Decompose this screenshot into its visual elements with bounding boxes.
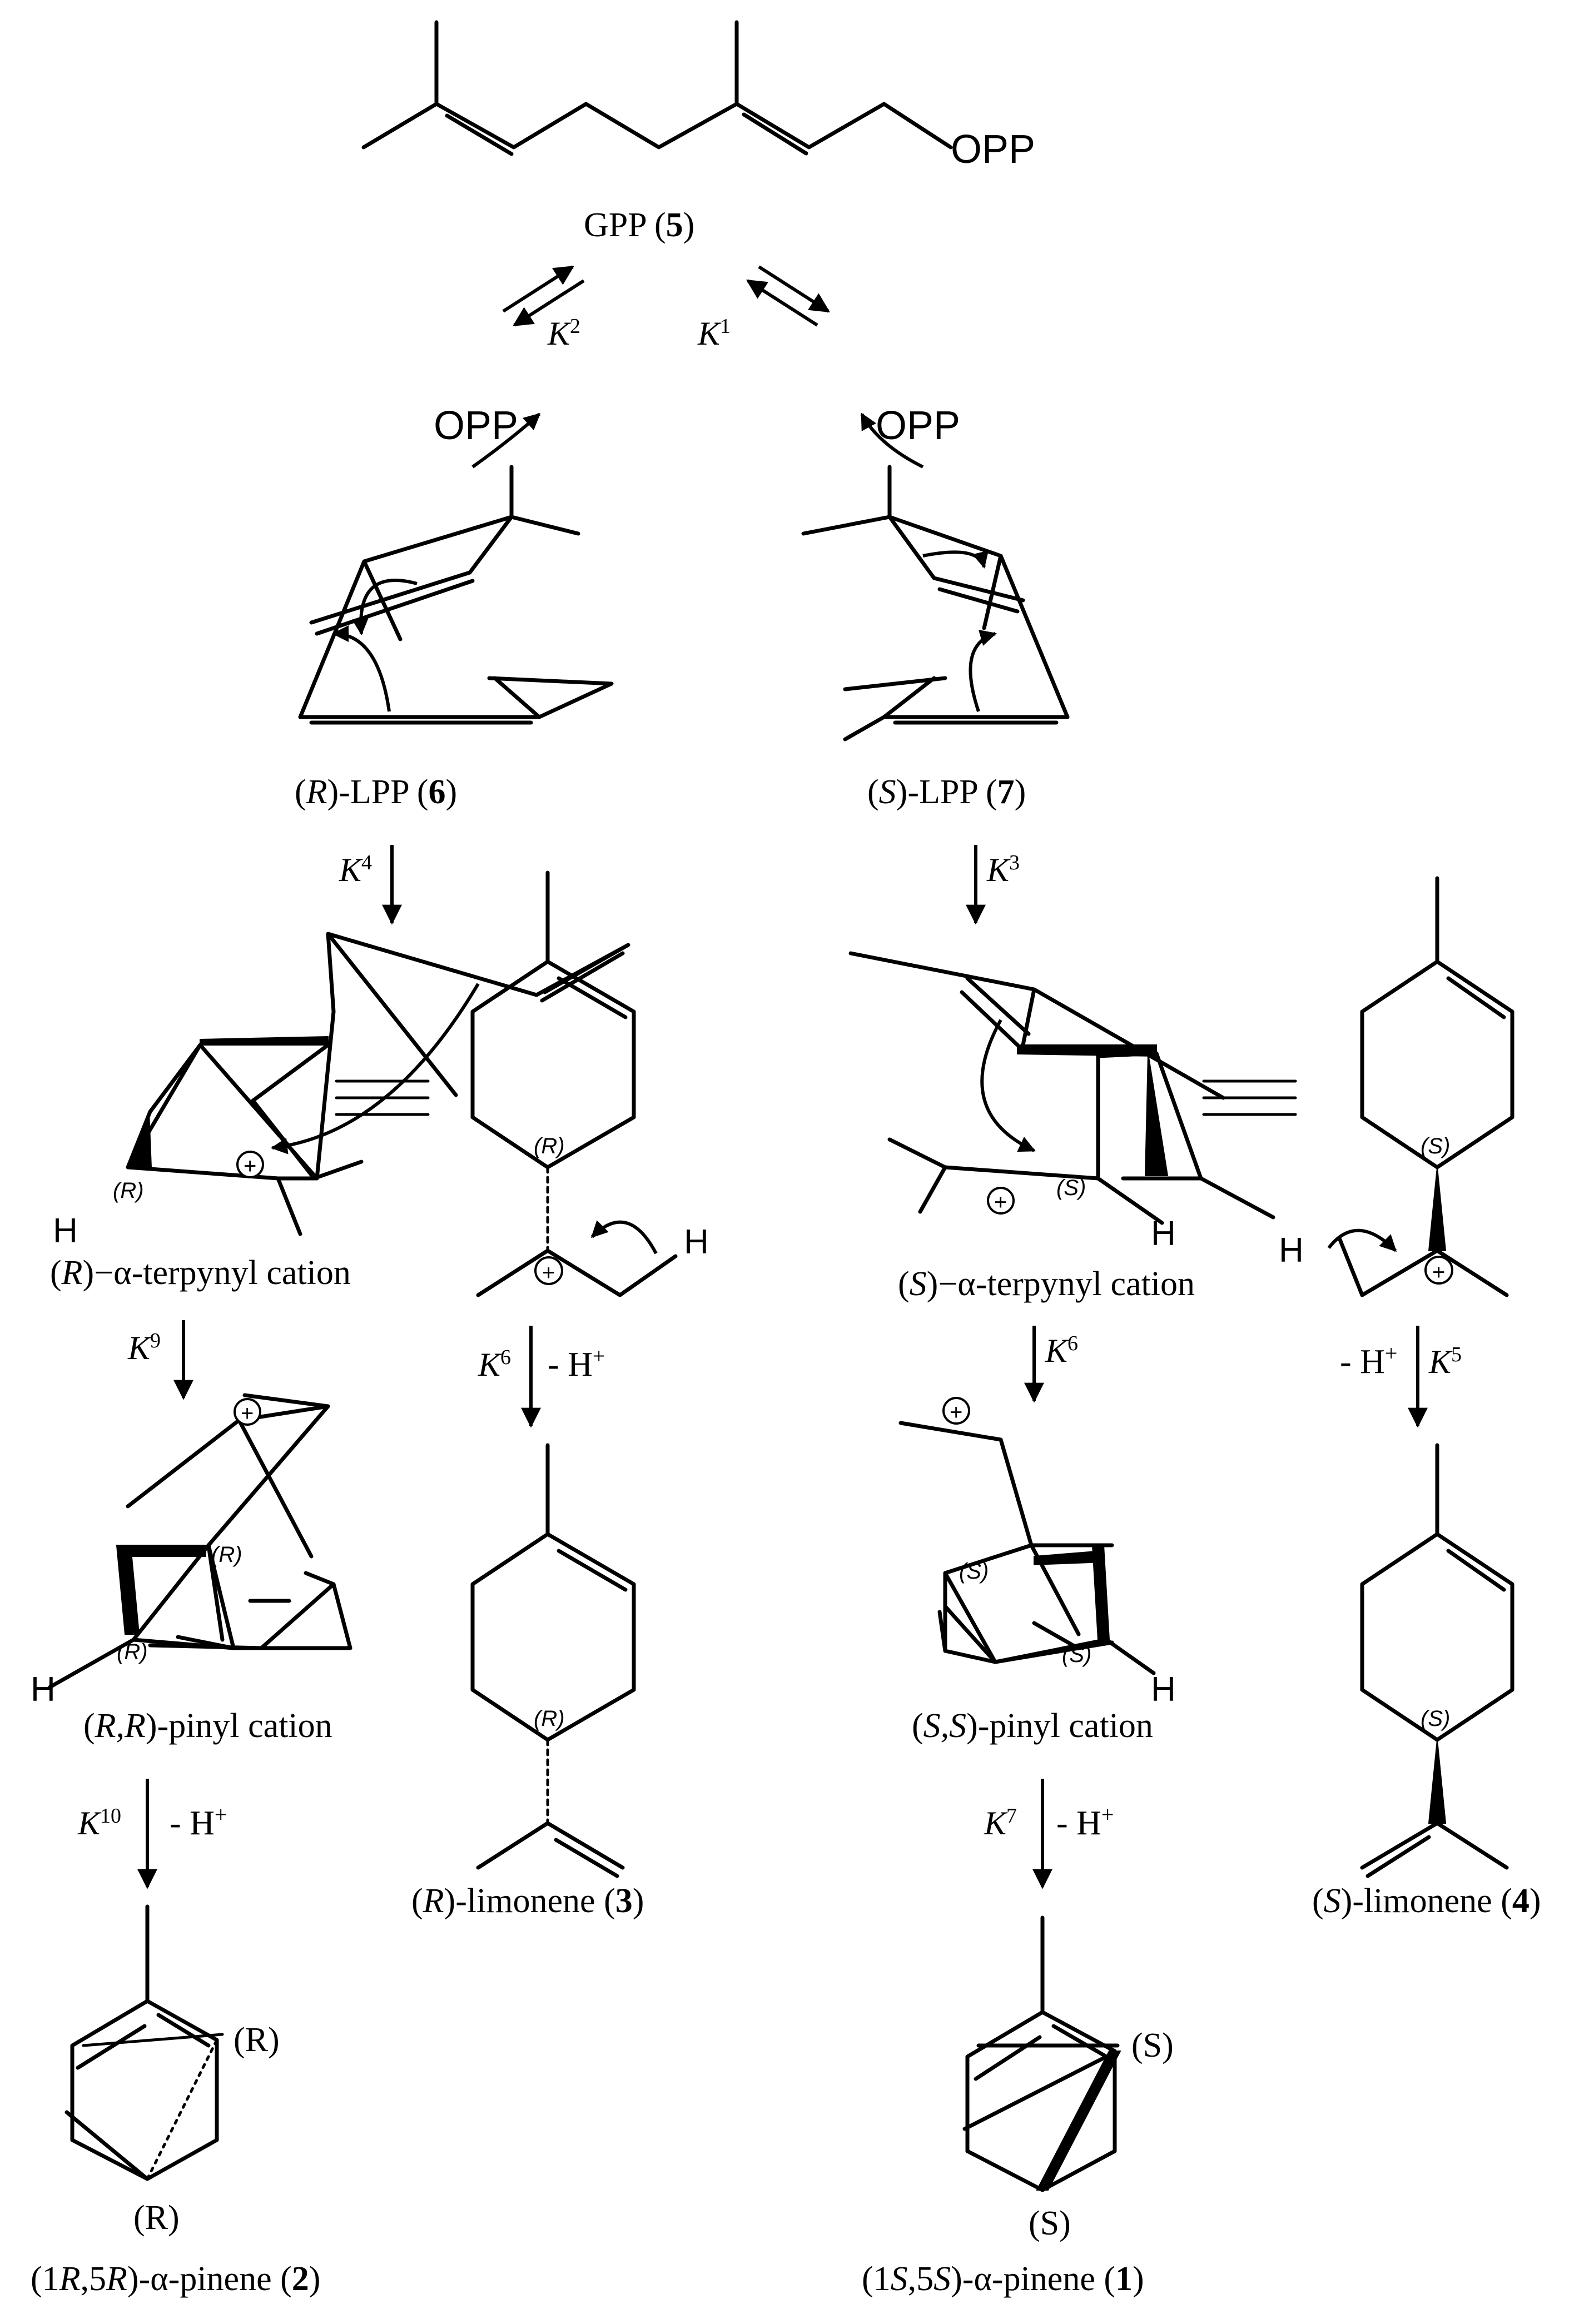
k9-label: K9 <box>127 1329 161 1366</box>
k6-left-label: K6 <box>478 1346 511 1383</box>
step-k6-left: K6 - H+ <box>478 1326 605 1428</box>
s-pinyl-caption: (S,S)-pinyl cation <box>912 1707 1153 1745</box>
s-2d-h: H <box>1279 1231 1304 1270</box>
r-terpinyl-center: (R) <box>113 1178 144 1203</box>
s-limonene-caption: (S)-limonene (4) <box>1312 1882 1541 1920</box>
r-pinyl-center1: (R) <box>211 1542 242 1567</box>
r-terpinyl-2d: + H (R) <box>470 870 709 1297</box>
step-k4: K4 <box>339 845 402 925</box>
r-2d-charge <box>534 1256 563 1285</box>
equivalence-right <box>1202 1079 1297 1116</box>
svg-text:+: + <box>1432 1260 1445 1285</box>
r-2d-h: H <box>684 1223 709 1261</box>
gpp-name: GPP <box>584 206 645 244</box>
equilibrium-k2: K2 <box>502 265 585 352</box>
k10-loss: - H+ <box>170 1802 227 1843</box>
svg-text:+: + <box>542 1261 555 1285</box>
r-2d-center: (R) <box>534 1134 565 1158</box>
k10-label: K10 <box>77 1804 121 1842</box>
s-limonene-center: (S) <box>1421 1706 1450 1731</box>
r-pinene-center1: (R) <box>234 2021 280 2059</box>
r-pinene-caption: (1R,5R)-α-pinene (2) <box>31 2260 320 2298</box>
svg-text:+: + <box>241 1401 254 1426</box>
s-terpinyl-2d: + H (S) <box>1279 876 1514 1297</box>
s-2d-center: (S) <box>1421 1134 1450 1158</box>
r-terp-charge <box>236 1151 264 1178</box>
s-pinene-center1: (S) <box>1131 2027 1174 2064</box>
k4-label: K4 <box>339 851 372 888</box>
r-lpp-caption: (R)-LPP (6) <box>295 773 457 811</box>
r-terpinyl-h: H <box>53 1212 78 1250</box>
step-k7: K7 - H+ <box>984 1779 1114 1889</box>
r-pinene: (R) (R) <box>64 1904 280 2237</box>
k1-label: K1 <box>697 315 731 352</box>
s-terpinyl-center: (S) <box>1056 1176 1086 1200</box>
s-pinene-caption: (1S,5S)-α-pinene (1) <box>862 2260 1144 2298</box>
r-pinyl-caption: (R,R)-pinyl cation <box>83 1707 332 1745</box>
k5-label: K5 <box>1428 1343 1462 1380</box>
r-limonene-caption: (R)-limonene (3) <box>411 1882 644 1920</box>
s-limonene: (S) <box>1360 1443 1514 1878</box>
gpp-caption: GPP (5) <box>584 206 694 244</box>
r-pinyl-cation: + H (R) (R) <box>31 1393 352 1709</box>
s-pinene: (S) (S) <box>962 1915 1174 2242</box>
r-pinene-center2: (R) <box>133 2199 180 2237</box>
s-pinene-center2: (S) <box>1029 2204 1071 2242</box>
r-terpinyl-3d: + H (R) <box>53 932 630 1250</box>
gpp-number: 5 <box>666 206 683 244</box>
step-k9: K9 <box>127 1320 193 1400</box>
s-lpp-opp-label: OPP <box>876 404 960 448</box>
s-2d-charge <box>1424 1256 1453 1285</box>
k7-loss: - H+ <box>1056 1802 1114 1843</box>
gpp-structure: OPP <box>361 20 1035 172</box>
s-pinyl-center2: (S) <box>1062 1643 1091 1667</box>
step-k3: K3 <box>966 845 1020 925</box>
r-lpp-structure: OPP <box>298 404 614 725</box>
r-pinyl-h: H <box>31 1670 56 1709</box>
s-lpp-caption: (S)-LPP (7) <box>867 773 1026 811</box>
k5-loss: - H+ <box>1340 1341 1397 1381</box>
k7-label: K7 <box>984 1804 1017 1842</box>
equilibrium-k1: K1 <box>697 265 831 352</box>
k6-left-loss: - H+ <box>548 1343 605 1384</box>
s-pinyl-cation: + H (S) (S) <box>898 1397 1176 1709</box>
svg-text:+: + <box>994 1190 1007 1215</box>
s-pinyl-h: H <box>1151 1670 1176 1709</box>
gpp-opp-label: OPP <box>951 127 1035 172</box>
s-terpinyl-h: H <box>1151 1215 1176 1253</box>
s-lpp-structure: OPP <box>801 404 1070 742</box>
k3-label: K3 <box>986 851 1020 888</box>
s-pinyl-charge <box>942 1397 970 1425</box>
svg-text:+: + <box>244 1154 256 1178</box>
r-terpinyl-caption: (R)−α-terpynyl cation <box>50 1254 351 1292</box>
r-limonene-center: (R) <box>534 1706 565 1731</box>
svg-text:+: + <box>950 1400 962 1425</box>
k2-label: K2 <box>547 315 580 352</box>
r-limonene: (R) <box>470 1443 636 1878</box>
step-k6-right: K6 <box>1024 1326 1078 1403</box>
equivalence-left <box>335 1079 430 1116</box>
step-k10: K10 - H+ <box>77 1779 227 1889</box>
r-lpp-opp-label: OPP <box>434 404 518 448</box>
step-k5: - H+ K5 <box>1340 1326 1462 1428</box>
s-terpinyl-caption: (S)−α-terpynyl cation <box>898 1265 1195 1303</box>
r-pinyl-center2: (R) <box>117 1640 148 1664</box>
s-terp-charge <box>987 1187 1015 1215</box>
s-terpinyl-3d: + H (S) <box>848 951 1275 1253</box>
r-pinyl-charge <box>234 1398 261 1426</box>
s-pinyl-center1: (S) <box>959 1559 989 1584</box>
k6-right-label: K6 <box>1045 1332 1078 1369</box>
